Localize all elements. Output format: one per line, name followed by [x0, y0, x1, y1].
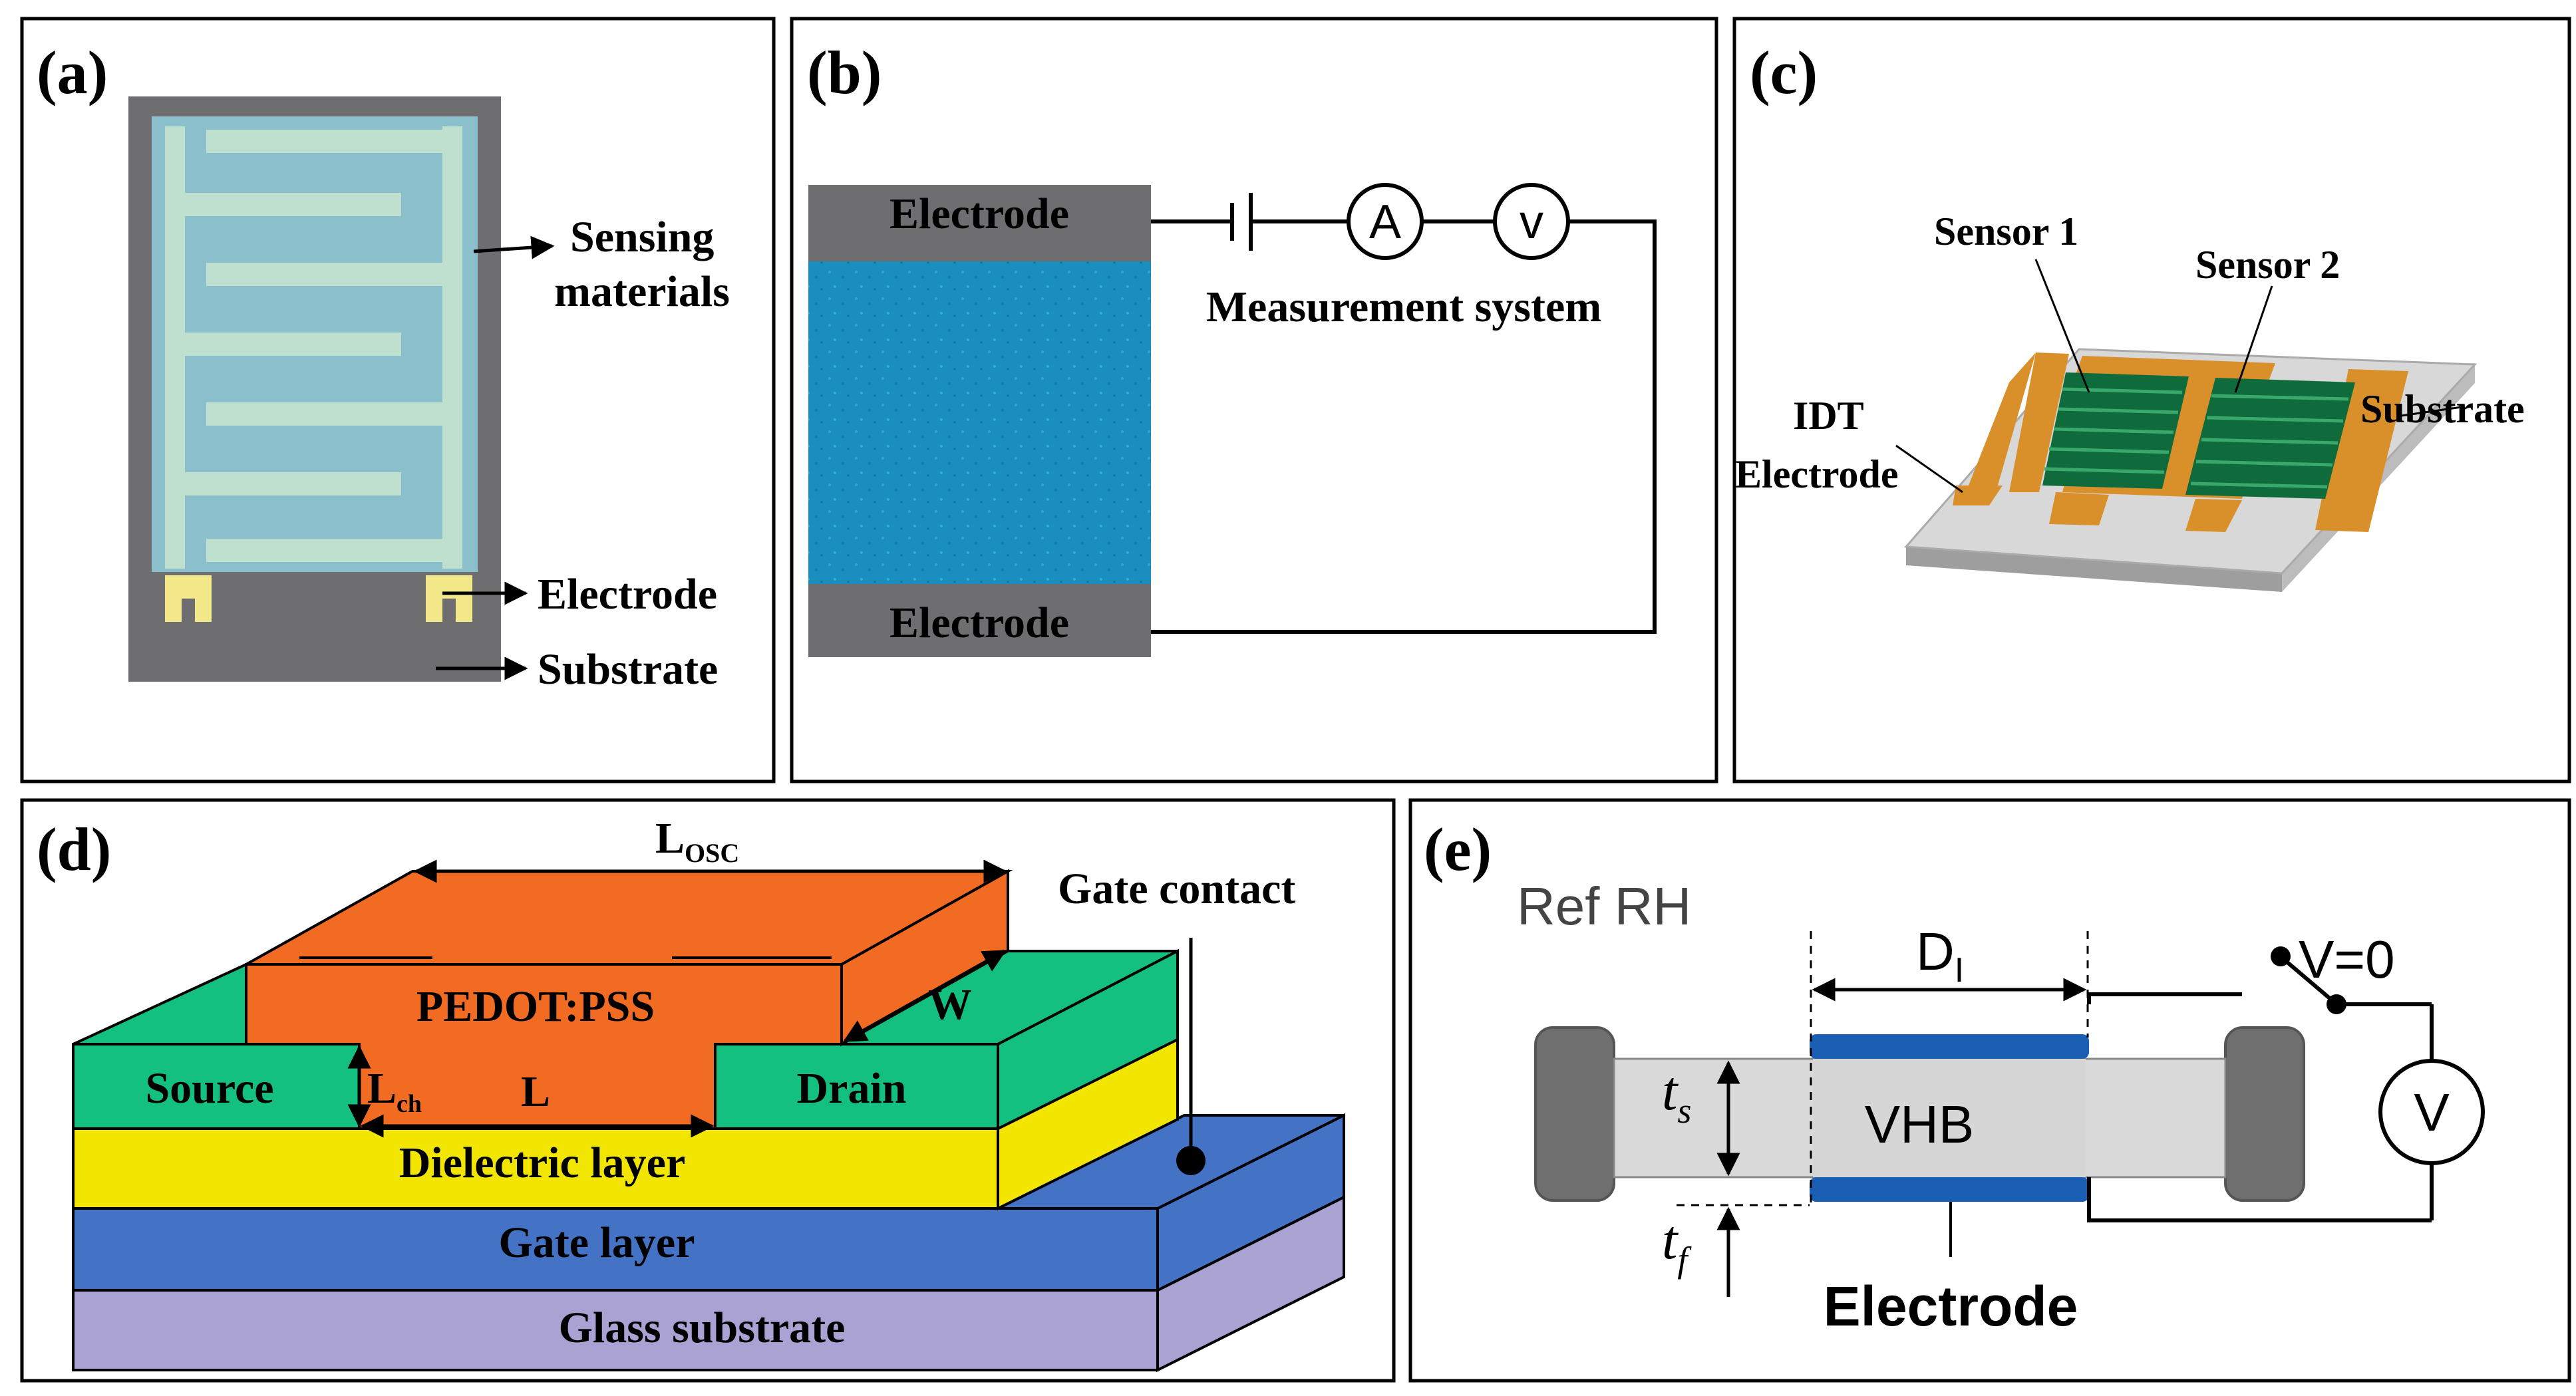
drain-side [997, 948, 1179, 1131]
gate-layer-label: Gate layer [498, 1218, 695, 1267]
pedot-label: PEDOT:PSS [416, 982, 655, 1031]
sensor-1-label: Sensor 1 [1934, 209, 2078, 253]
drain-label: Drain [797, 1064, 907, 1113]
w-label: W [928, 980, 972, 1029]
idt-label-1: IDT [1793, 394, 1864, 438]
electrode-bottom-label: Electrode [889, 599, 1069, 647]
glass-substrate-label: Glass substrate [559, 1304, 846, 1352]
substrate-c-label: Substrate [2360, 387, 2525, 431]
source-block [72, 1043, 361, 1130]
sensor-2-leader [2234, 285, 2273, 393]
sensing-arrow [473, 235, 555, 259]
l-label: L [521, 1067, 550, 1116]
panel-a-label: (a) [37, 39, 108, 106]
vhb-label: VHB [1865, 1095, 1975, 1154]
substrate-leader [2401, 406, 2462, 417]
switch-pivot [2271, 946, 2291, 966]
electrode-pad-right [426, 575, 472, 622]
electrode-bottom-rect [808, 584, 1151, 657]
electrode-top-film [1810, 1034, 2089, 1059]
glass-substrate-front [72, 1289, 1159, 1371]
drain-block [714, 1043, 999, 1130]
electrode-label: Electrode [538, 570, 717, 619]
right-clamp [2224, 1026, 2305, 1202]
sensing-label-2: materials [554, 267, 730, 316]
panel-d: (d) LOSC PEDOT:PSS W Gat [20, 798, 1396, 1383]
sensing-label-1: Sensing [570, 213, 714, 261]
voltmeter-circuit [2087, 956, 2485, 1222]
voltmeter-letter: v [1520, 196, 1543, 249]
electrode-bottom-film [1810, 1177, 2089, 1202]
ammeter-letter: A [1369, 196, 1401, 249]
sensor-stripes [2044, 387, 2349, 489]
idt-label-2: Electrode [1735, 452, 1898, 496]
panel-a: (a) Sensing materials Electrode Substrat… [20, 17, 776, 783]
left-clamp [1534, 1026, 1615, 1202]
source-label: Source [145, 1064, 273, 1113]
dielectric-label: Dielectric layer [399, 1139, 686, 1187]
panel-e-label: (e) [1424, 815, 1492, 883]
d-label: DI [1916, 922, 1964, 990]
voltmeter-e-letter: V [2414, 1083, 2450, 1142]
panel-e: (e) Ref RH DI V=0 ts [1408, 798, 2571, 1383]
sensor-2-film [2185, 378, 2355, 499]
measurement-system-label: Measurement system [1206, 283, 1601, 331]
ts-label: ts [1662, 1060, 1691, 1131]
sensor-2-label: Sensor 2 [2195, 243, 2340, 287]
l-ch-label: Lch [367, 1064, 422, 1118]
gate-contact-label: Gate contact [1058, 865, 1295, 913]
sensor-1-leader [2034, 259, 2090, 393]
vhb-core [1813, 1059, 2086, 1177]
electrode-e-label: Electrode [1824, 1275, 2078, 1337]
electrode-pad-left [165, 575, 212, 622]
idt-leader [1895, 444, 1963, 493]
idt-electrodes [1953, 352, 2408, 532]
electrode-top-label: Electrode [889, 190, 1069, 238]
electrode-top-rect [808, 185, 1151, 261]
sensing-film-rect [808, 261, 1151, 584]
l-osc-label: LOSC [655, 814, 739, 868]
ref-rh-label: Ref RH [1517, 877, 1691, 936]
switch-contact [2327, 994, 2346, 1014]
v-zero-label: V=0 [2299, 930, 2395, 989]
panel-c-label: (c) [1750, 39, 1818, 106]
panel-d-label: (d) [37, 815, 111, 883]
interdigitated-electrode [165, 126, 462, 569]
panel-b-label: (b) [807, 39, 882, 106]
panel-b: (b) Electrode Electrode A v Measurement … [790, 17, 1718, 783]
panel-c: (c) [1732, 17, 2571, 783]
gate-contact-dot [1176, 1146, 1206, 1175]
pedot-front [245, 963, 843, 1130]
substrate-label: Substrate [538, 645, 718, 694]
w-arrow [842, 949, 1007, 1043]
measurement-circuit [1151, 183, 1657, 634]
substrate-slab-side [1906, 547, 2282, 592]
